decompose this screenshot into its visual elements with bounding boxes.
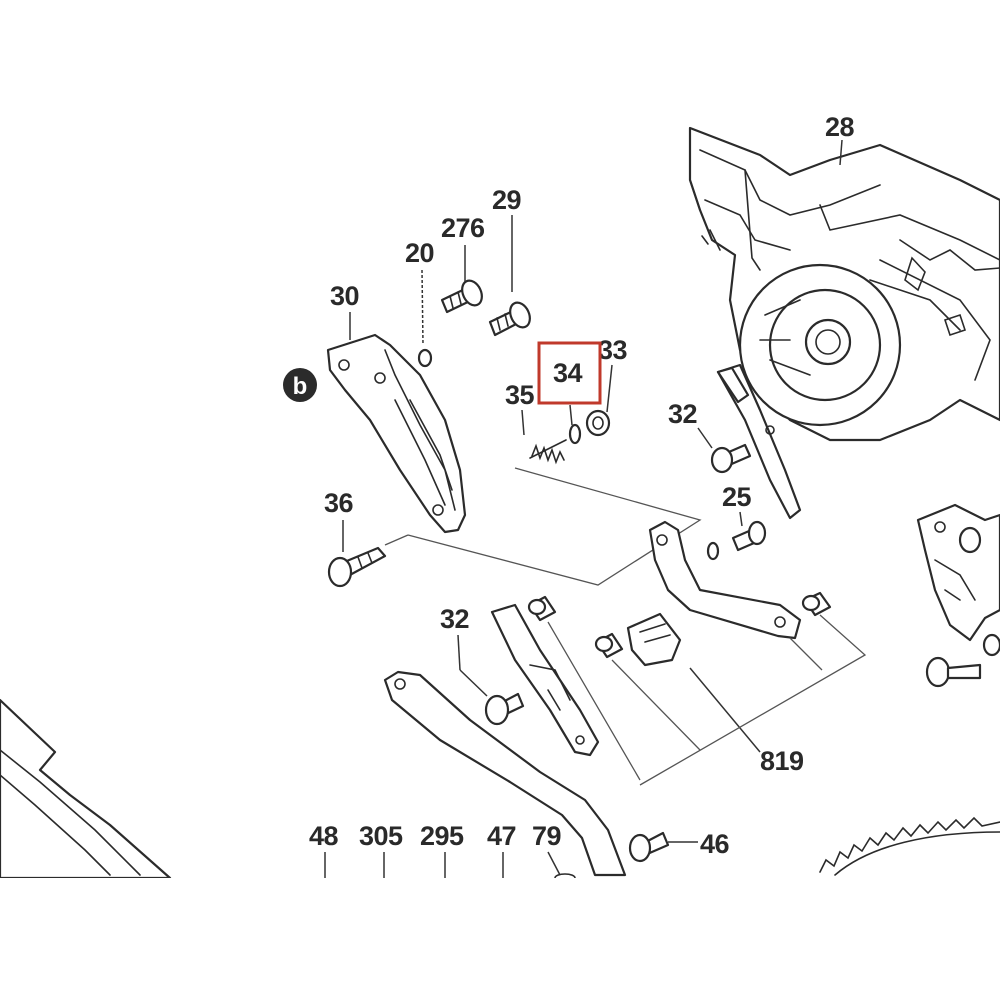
curved-rail — [383, 670, 627, 877]
link-arm-lower — [490, 603, 600, 757]
saw-blade — [819, 816, 1000, 876]
part-28-housing — [688, 126, 1000, 442]
part-30-bracket — [326, 333, 467, 534]
leader-28 — [839, 139, 843, 166]
group-outline-upper — [407, 467, 702, 586]
group-outline-lower — [547, 614, 867, 786]
label-305: 305 — [359, 821, 403, 851]
part-35-spring — [529, 439, 567, 465]
callout-badge-b: b — [283, 368, 317, 402]
side-bracket — [916, 503, 1000, 642]
label-47: 47 — [487, 821, 516, 851]
label-79: 79 — [532, 821, 562, 851]
part-276-screw — [440, 279, 483, 314]
label-276: 276 — [441, 213, 485, 243]
label-32-upper: 32 — [668, 399, 697, 429]
part-36-pin — [327, 546, 387, 588]
link-arm-upper — [716, 363, 802, 520]
bent-lever — [648, 520, 802, 640]
label-34: 34 — [553, 358, 583, 388]
label-30: 30 — [330, 281, 359, 311]
leader-35 — [521, 409, 525, 436]
label-295: 295 — [420, 821, 464, 851]
bottom-margin — [0, 878, 1000, 1000]
part-20-washer — [417, 348, 433, 368]
label-28: 28 — [825, 112, 855, 142]
label-29: 29 — [492, 185, 522, 215]
label-20: 20 — [405, 238, 434, 268]
part-25-screw — [706, 520, 767, 561]
leader-25 — [739, 511, 743, 527]
part-46-screw — [628, 831, 670, 863]
label-35: 35 — [505, 380, 535, 410]
leader-32-lower — [457, 634, 461, 671]
bushing-left — [527, 595, 557, 622]
highlight-box-34 — [537, 341, 602, 405]
part-32-lower-screw — [484, 692, 525, 726]
leader-32-upper — [697, 427, 713, 449]
label-48: 48 — [309, 821, 339, 851]
label-25: 25 — [722, 482, 752, 512]
part-819-block — [626, 612, 682, 667]
svg-text:b: b — [293, 373, 308, 400]
part-34-washer — [568, 423, 582, 445]
label-32-lower: 32 — [440, 604, 469, 634]
part-33-nut — [585, 409, 611, 437]
part-32-upper-screw — [710, 443, 752, 474]
leader-34 — [569, 404, 573, 426]
bushing-middle — [594, 632, 624, 659]
leader-79 — [547, 851, 561, 876]
leader-819 — [689, 667, 761, 753]
side-screw — [925, 633, 1000, 688]
table-rail-left — [0, 698, 172, 880]
leader-20 — [421, 269, 424, 346]
leader-32-lower-b — [459, 669, 488, 697]
label-33: 33 — [598, 335, 628, 365]
group-outline-36 — [384, 534, 409, 546]
bushing-right — [801, 591, 832, 617]
label-36: 36 — [324, 488, 354, 518]
leader-33 — [606, 364, 613, 413]
label-819: 819 — [760, 746, 804, 776]
label-46: 46 — [700, 829, 730, 859]
part-29-screw — [488, 301, 531, 337]
